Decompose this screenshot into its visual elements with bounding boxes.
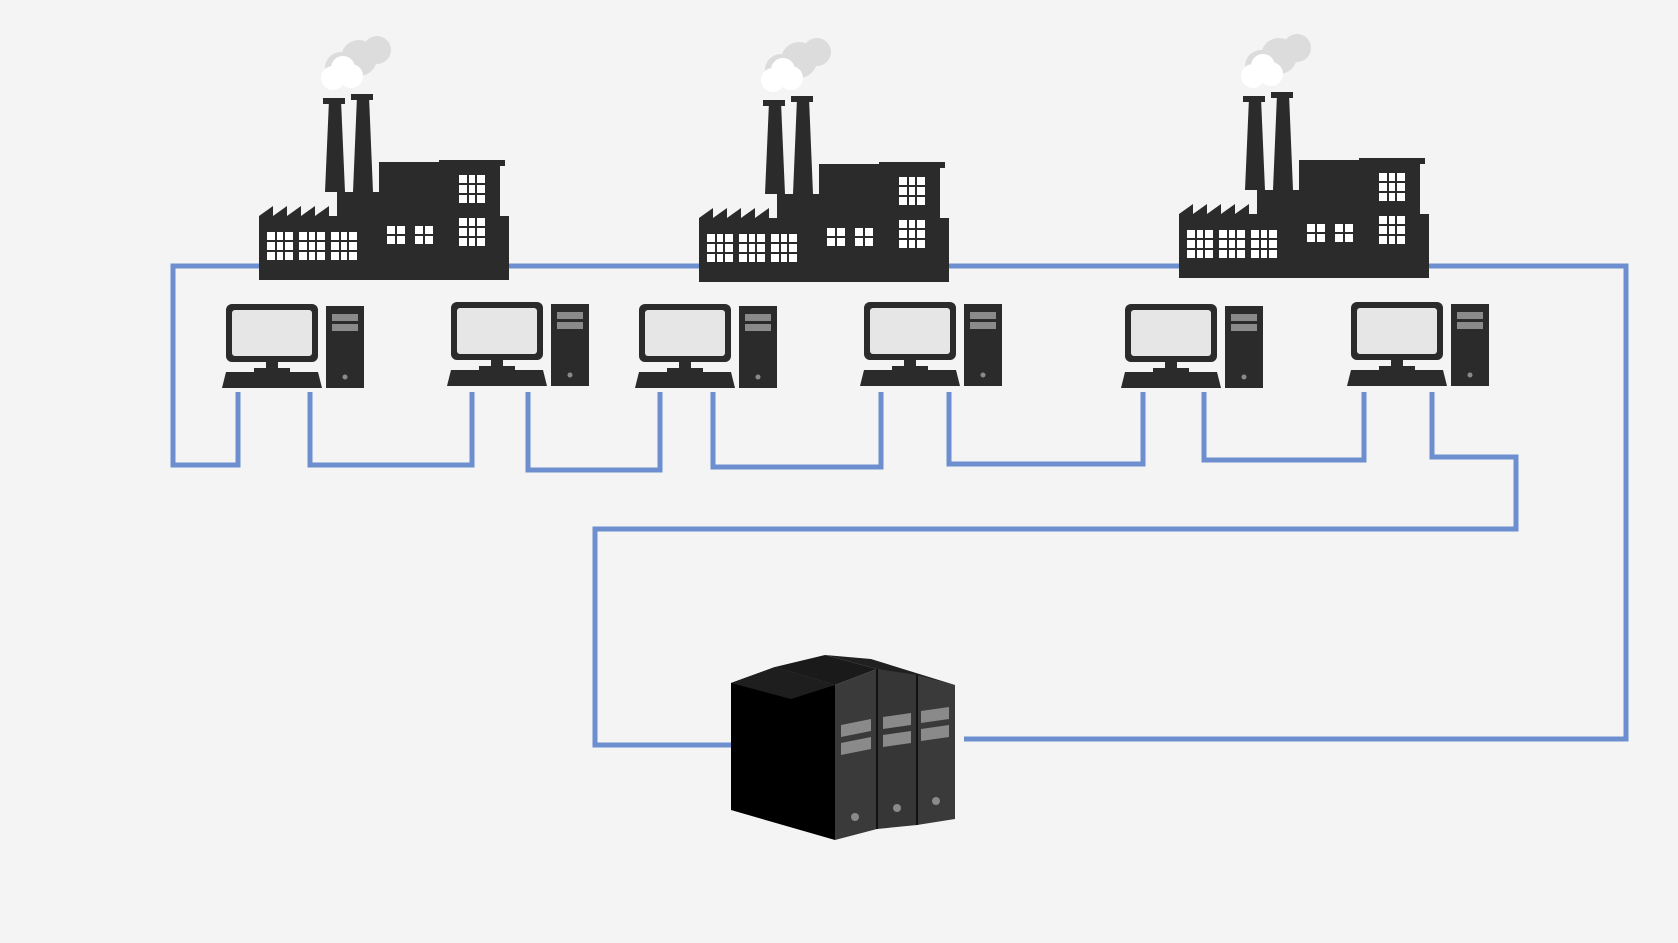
network-link bbox=[964, 263, 1629, 742]
network-links bbox=[170, 263, 1629, 748]
desktop-computer-icon bbox=[447, 302, 589, 386]
factory-icon bbox=[698, 37, 950, 283]
factory-icon bbox=[1178, 33, 1430, 279]
desktop-computer-icon bbox=[222, 304, 364, 388]
desktop-computer-icon bbox=[635, 304, 777, 388]
network-link bbox=[946, 392, 1146, 467]
desktop-computer-icon bbox=[1347, 302, 1489, 386]
network-link bbox=[1201, 392, 1367, 463]
desktop-computer-icon bbox=[860, 302, 1002, 386]
network-link bbox=[592, 392, 1519, 748]
network-link bbox=[710, 392, 884, 470]
network-link bbox=[525, 392, 663, 473]
factory-group bbox=[258, 33, 1430, 283]
desktop-computer-icon bbox=[1121, 304, 1263, 388]
network-link bbox=[170, 263, 1521, 468]
network-link bbox=[307, 392, 475, 468]
server-rack-icon bbox=[730, 654, 956, 841]
workstation-group bbox=[222, 302, 1489, 388]
factory-icon bbox=[258, 35, 510, 281]
